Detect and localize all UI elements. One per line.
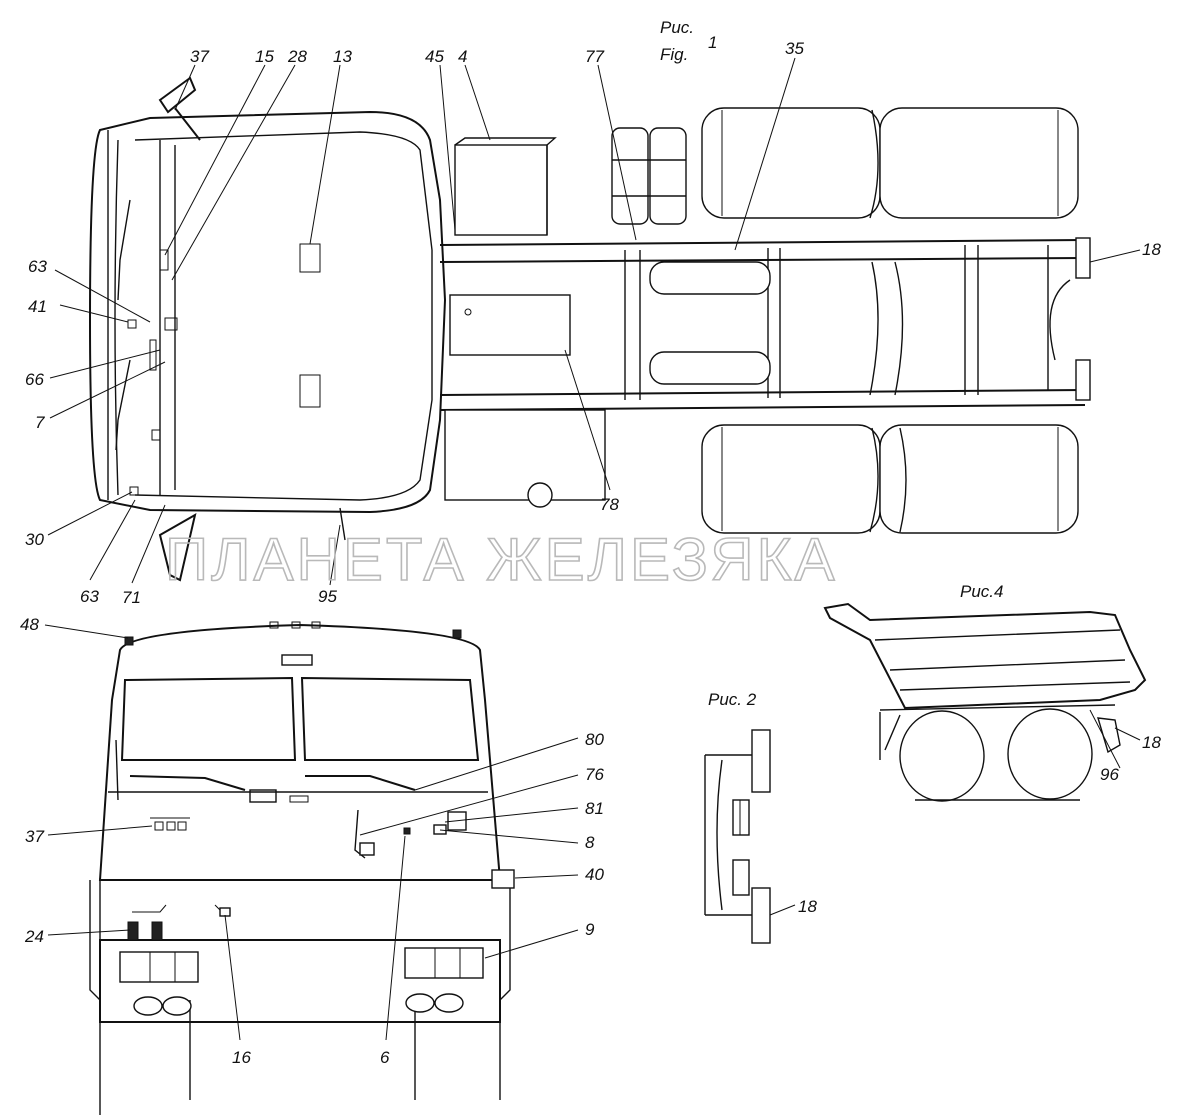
air-tank-left (611, 127, 649, 225)
rear-wheel-upper-front (701, 107, 881, 219)
callout-81: 81 (585, 799, 604, 818)
callout-16: 16 (232, 1048, 251, 1067)
windshield-right (300, 676, 480, 761)
left-mirror-bottom (158, 512, 197, 582)
callout-8: 8 (585, 833, 595, 852)
callout-78: 78 (600, 495, 619, 514)
wiper-left (129, 775, 246, 791)
left-mirror-top (158, 76, 201, 141)
callout-18-fig4: 18 (1142, 733, 1161, 752)
callout-76: 76 (585, 765, 604, 784)
callout-35: 35 (785, 39, 804, 58)
fig2-lamp-upper (751, 729, 771, 793)
callout-96: 96 (1100, 765, 1119, 784)
front-bumper (99, 939, 501, 1023)
callout-95: 95 (318, 587, 337, 606)
callout-9: 9 (585, 920, 595, 939)
fig1-caption-ru: Рис. (660, 18, 694, 37)
wiper-right (305, 775, 416, 791)
callout-30: 30 (25, 530, 44, 549)
rear-lamp-lower (1075, 359, 1091, 401)
callout-24: 24 (24, 927, 44, 946)
rear-wheel-upper-rear (879, 107, 1079, 219)
callout-labels: 37 15 28 13 45 4 77 35 18 63 41 66 7 78 … (20, 39, 1161, 1067)
top-view-truck (88, 76, 1091, 582)
callout-40: 40 (585, 865, 604, 884)
callout-7: 7 (35, 413, 45, 432)
fig2-rear-detail (704, 729, 771, 944)
callout-63-lower: 63 (80, 587, 99, 606)
watermark-text: ПЛАНЕТА ЖЕЛЕЗЯКА (165, 526, 838, 593)
fig2-lamp-lower (751, 887, 771, 944)
callout-71: 71 (122, 588, 141, 607)
rear-lamp-upper (1075, 237, 1091, 279)
rear-wheel-lower-rear (879, 424, 1079, 534)
fig4-caption: Рис.4 (960, 582, 1003, 601)
callout-6: 6 (380, 1048, 390, 1067)
fuel-tank (444, 409, 606, 501)
dump-wheel-front (899, 710, 985, 802)
callout-18-top: 18 (1142, 240, 1161, 259)
callout-45: 45 (425, 47, 444, 66)
dump-wheel-rear (1007, 708, 1093, 800)
dump-body (823, 602, 1147, 710)
front-view-truck (89, 621, 515, 1115)
callout-48: 48 (20, 615, 39, 634)
rear-wheel-lower-front (701, 424, 881, 534)
callout-80: 80 (585, 730, 604, 749)
fig4-dump-body (823, 602, 1147, 802)
fig1-number: 1 (708, 33, 717, 52)
frame-rail-lower (439, 389, 1086, 396)
cab-front-outline (98, 623, 502, 881)
fig1-caption-en: Fig. (660, 45, 688, 64)
battery-box (454, 144, 548, 236)
frame-rail-upper (439, 239, 1086, 246)
leader-lines (44, 57, 1141, 1041)
callout-77: 77 (585, 47, 604, 66)
callout-66: 66 (25, 370, 44, 389)
callout-37-front: 37 (25, 827, 44, 846)
callout-15: 15 (255, 47, 274, 66)
callout-37-top: 37 (190, 47, 209, 66)
windshield-left (120, 676, 297, 761)
air-tank-right (649, 127, 687, 225)
callout-28: 28 (287, 47, 307, 66)
fig2-caption: Рис. 2 (708, 690, 757, 709)
callout-18-fig2: 18 (798, 897, 817, 916)
cab-outline (88, 110, 447, 514)
receiver-lower (649, 351, 771, 385)
headlamp-left (119, 951, 199, 983)
receiver-upper (649, 261, 771, 295)
headlamp-right (404, 947, 484, 979)
callout-13: 13 (333, 47, 352, 66)
figure-captions: Рис. Fig. 1 Рис. 2 Рис.4 (660, 18, 1003, 709)
callout-4: 4 (458, 47, 467, 66)
callout-63-upper: 63 (28, 257, 47, 276)
callout-41: 41 (28, 297, 47, 316)
